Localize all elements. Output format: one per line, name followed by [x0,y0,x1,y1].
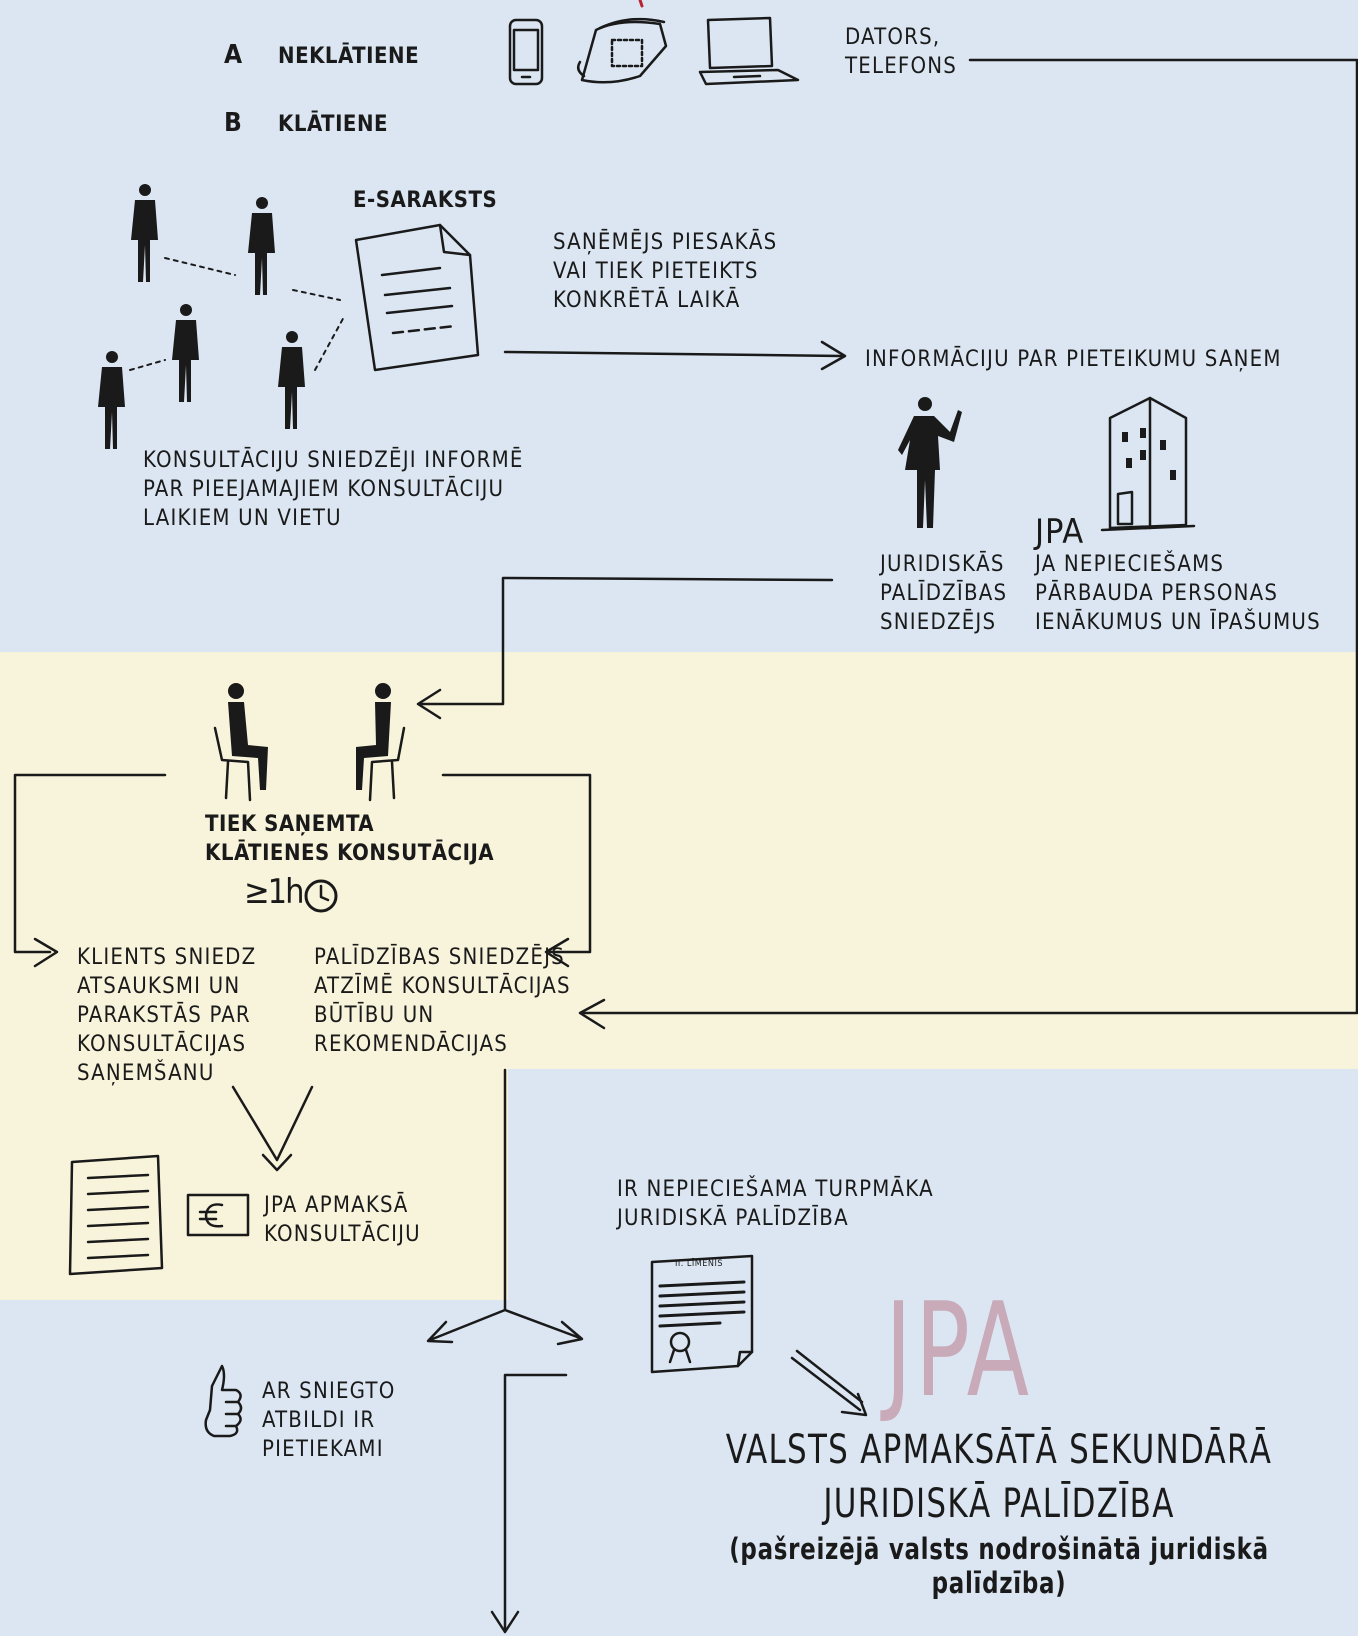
arrow-line-signup [503,350,844,358]
arrow-head-payment [261,1153,293,1172]
left-bracket-line [13,773,167,954]
jpa-label-small: JPA [1035,512,1085,552]
provider-notes-text: PALĪDZĪBAS SNIEDZĒJS ATZĪMĒ KONSULTĀCIJA… [314,945,571,1057]
payment-document-icon [68,1154,164,1276]
provider-to-consultation-line [418,576,834,706]
provider-person-icon [898,397,962,528]
consultants-inform-text: KONSULTĀCIJU SNIEDZĒJI INFORMĒ PAR PIEEJ… [143,448,524,531]
arrow-head-secondary [840,1392,868,1417]
info-received-text: INFORMĀCIJU PAR PIETEIKUMU SAŅEM [865,347,1282,372]
secondary-title-line1: VALSTS APMAKSĀTĀ SEKUNDĀRĀ [725,1427,1273,1473]
laptop-icon [698,16,800,86]
arrow-down [490,1610,520,1634]
duration-label: ≥1h [244,872,305,912]
answer-sufficient-text: AR SNIEGTO ATBILDI IR PIETIEKAMI [262,1379,396,1462]
right-bracket-line [441,773,592,954]
arrow-to-consultation [416,688,442,720]
jpa-check-text: JA NEPIECIEŠAMS PĀRBAUDA PERSONAS IENĀKU… [1035,552,1321,635]
mode-b-letter: B [224,108,242,138]
client-feedback-text: KLIENTS SNIEDZ ATSAUKSMI UN PARAKSTĀS PA… [77,945,257,1086]
arrow-to-secondary-2 [795,1349,864,1404]
jpa-label-big: JPA [885,1274,1033,1426]
secondary-subtitle: (pašreizējā valsts nodrošinātā juridiskā… [729,1532,1269,1600]
inperson-section-bg [0,652,1358,1069]
online-section-bg [0,0,1358,652]
provider-label: JURIDISKĀS PALĪDZĪBAS SNIEDZĒJS [880,552,1008,635]
mode-b-label: KLĀTIENE [278,112,389,137]
further-help-text: IR NEPIECIEŠAMA TURPMĀKA JURIDISKĀ PALĪD… [617,1177,934,1231]
certificate-level-label: II. LĪMENIS [675,1259,723,1269]
jpa-pays-text: JPA APMAKSĀ KONSULTĀCIJU [264,1193,421,1247]
building-icon [1100,396,1196,532]
v-arrow-to-payment [231,1085,314,1162]
arrow-to-provider-notes [578,998,606,1030]
arrow-to-provider-notes-2 [544,937,570,968]
seated-person-icon [213,683,406,802]
down-line [503,1373,568,1632]
person-icon [98,184,305,449]
online-flow-line [580,58,1358,1015]
certificate-icon [650,1254,754,1374]
devices-label: DATORS, TELEFONS [845,25,958,79]
outcome-section-bg [0,1300,508,1636]
arrow-to-client-feedback [33,937,59,968]
secondary-title-line2: JURIDISKĀ PALĪDZĪBA [823,1481,1175,1527]
mode-a-label: NEKLĀTIENE [278,44,420,69]
thumbs-up-icon [204,1364,243,1438]
arrow-to-secondary-1 [790,1356,862,1412]
clock-icon [304,879,338,913]
euro-icon [186,1193,250,1237]
red-mark [638,0,644,8]
mode-a-letter: A [224,40,243,70]
network-dotted-lines [129,257,346,371]
arrow-head-signup [820,340,847,371]
document-icon [354,223,480,372]
desk-phone-icon [576,17,668,84]
e-saraksts-title: E-SARAKSTS [353,188,498,213]
payment-section-bg [0,1069,508,1300]
recipient-signup-text: SAŅĒMĒJS PIESAKĀS VAI TIEK PIETEIKTS KON… [553,230,778,313]
arrow-left-split [426,1320,454,1344]
arrow-right-split [556,1320,584,1346]
secondary-section-bg [508,1069,1358,1636]
consultation-received-text: TIEK SAŅEMTA KLĀTIENES KONSUTĀCIJA [205,812,495,866]
smartphone-icon [508,18,544,86]
split-line [428,1308,582,1342]
